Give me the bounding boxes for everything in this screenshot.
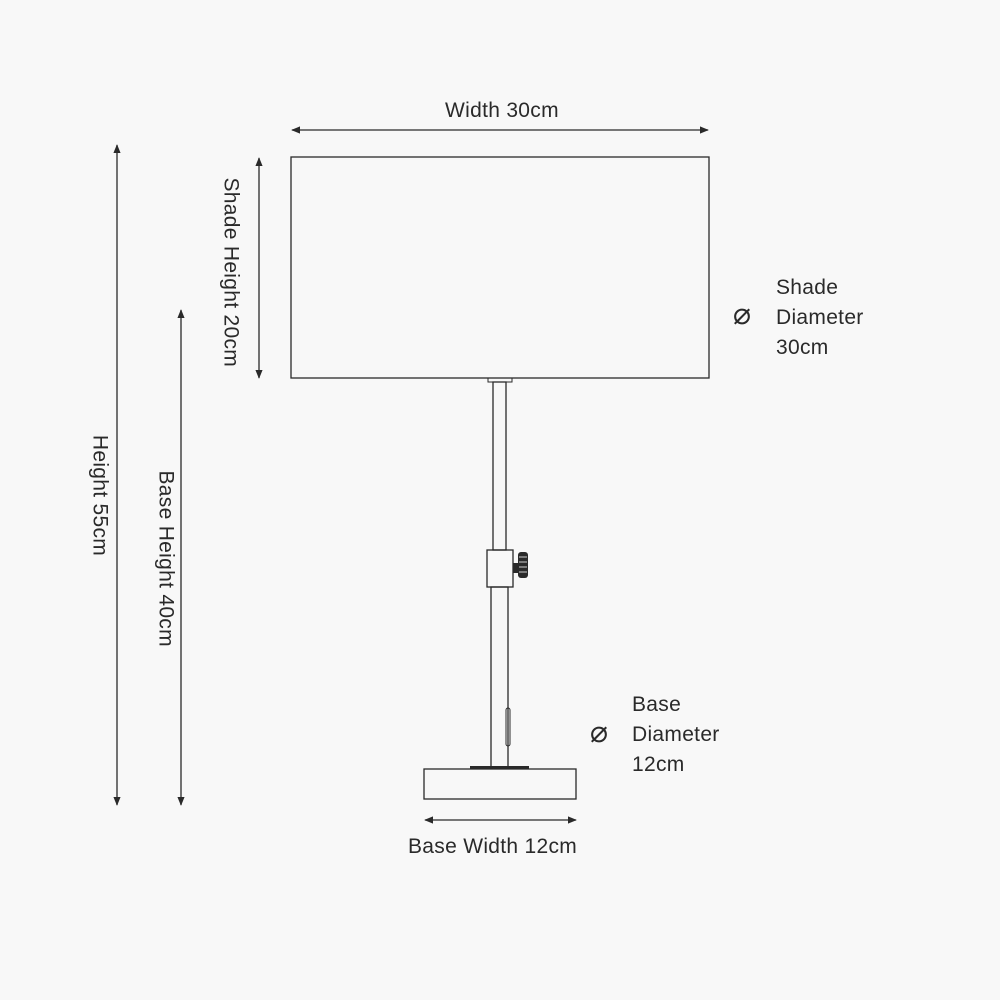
- adjuster-knob: [513, 552, 528, 578]
- cable-slot: [505, 707, 511, 747]
- lamp-base: [423, 768, 577, 800]
- shade-height-label: Shade Height 20cm: [219, 177, 243, 368]
- base-diameter-label: Base Diameter 12cm: [632, 690, 720, 780]
- height-adjuster-collar: [486, 549, 514, 588]
- height-label: Height 55cm: [88, 434, 112, 557]
- shade-diameter-line-1: Shade: [776, 276, 839, 299]
- shade-diameter-label: Shade Diameter 30cm: [776, 273, 864, 363]
- base-height-label: Base Height 40cm: [154, 470, 178, 647]
- base-diameter-line-2: Diameter: [632, 723, 720, 746]
- shade-diameter-line-3: 30cm: [776, 336, 829, 359]
- lamp-shade: [290, 156, 710, 379]
- lamp-lower-stem: [490, 586, 509, 768]
- base-top-plate: [470, 766, 529, 769]
- shade-diameter-line-2: Diameter: [776, 306, 864, 329]
- base-diameter-icon: ⌀: [590, 715, 609, 750]
- shade-diameter-icon: ⌀: [733, 297, 752, 332]
- base-width-label: Base Width 12cm: [408, 835, 578, 858]
- lamp-upper-stem: [492, 381, 507, 551]
- base-diameter-line-3: 12cm: [632, 753, 685, 776]
- base-diameter-line-1: Base: [632, 693, 682, 716]
- width-label: Width 30cm: [445, 99, 559, 122]
